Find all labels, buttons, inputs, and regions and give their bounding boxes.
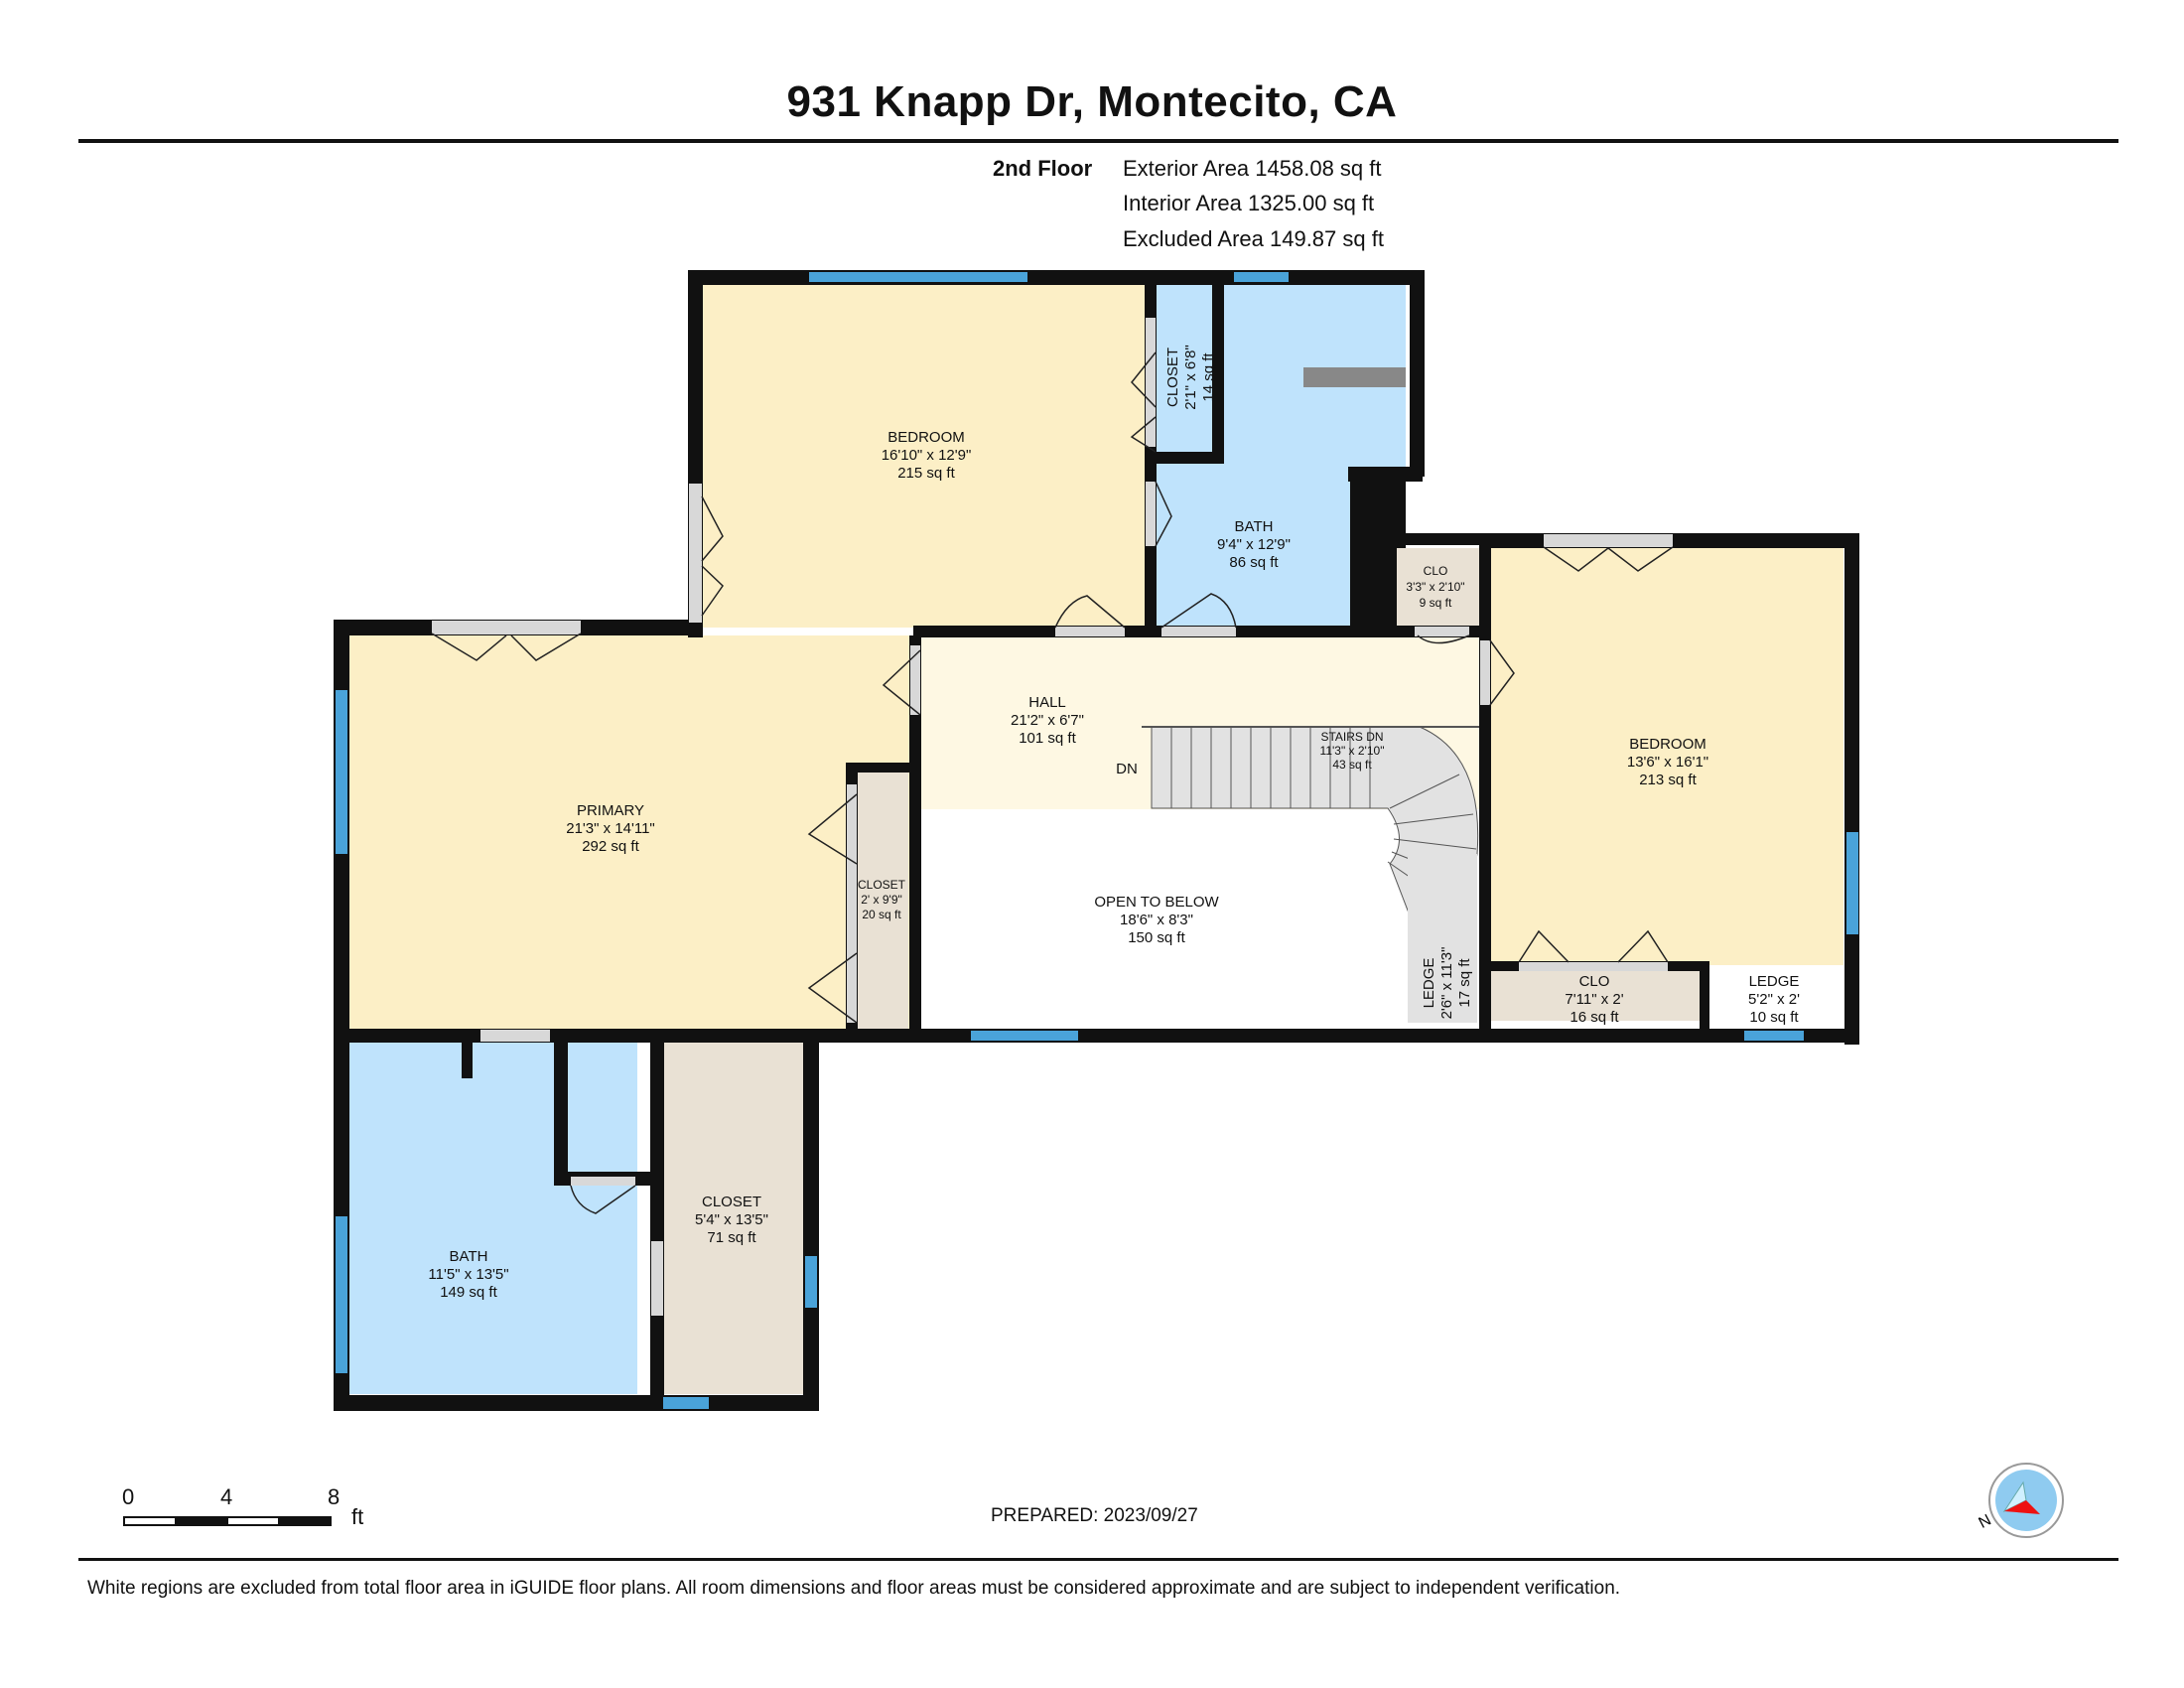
stairs-straight: [1151, 726, 1371, 809]
primary-name: PRIMARY: [577, 802, 644, 819]
scale-segment-3: [226, 1516, 280, 1526]
bath-primary-fill: [349, 1039, 637, 1394]
bath-primary-area: 149 sq ft: [440, 1284, 497, 1301]
open-dims: 18'6" x 8'3": [1120, 912, 1193, 928]
scale-unit: ft: [351, 1504, 364, 1529]
door-openings: [432, 318, 1673, 1316]
ledge-vert-dims: 2'6" x 11'3": [1438, 947, 1455, 1020]
closet-large-dims: 5'4" x 13'5": [695, 1211, 768, 1228]
hall-dims: 21'2" x 6'7": [1011, 712, 1084, 729]
closet-top-area: 14 sq ft: [1200, 352, 1217, 402]
ledge-small-name: LEDGE: [1749, 973, 1800, 990]
closet-top-name: CLOSET: [1164, 348, 1181, 407]
scale-bar: 0 4 8 ft: [109, 1484, 407, 1544]
closet-mid-area: 20 sq ft: [862, 908, 901, 921]
page-title: 931 Knapp Dr, Montecito, CA: [786, 77, 1398, 126]
shower-divider: [465, 1039, 473, 1078]
closet-mid-dims: 2' x 9'9": [861, 893, 902, 907]
bedroom2-name: BEDROOM: [1629, 736, 1706, 753]
bath-vanity: [1303, 367, 1406, 387]
exterior-area: Exterior Area 1458.08 sq ft: [1123, 156, 1382, 181]
ledge-vert-area: 17 sq ft: [1456, 958, 1473, 1008]
clo-bottom-dims: 7'11" x 2': [1565, 991, 1623, 1008]
bedroom1-dims: 16'10" x 12'9": [882, 447, 972, 464]
primary-area: 292 sq ft: [582, 838, 639, 855]
windows: [336, 272, 1858, 1409]
scale-tick-4: 4: [220, 1484, 233, 1509]
header-rule: [78, 139, 2118, 143]
disclaimer: White regions are excluded from total fl…: [87, 1578, 1621, 1599]
scale-segment-2: [175, 1516, 228, 1526]
room-fills: [349, 285, 1843, 1394]
closet-top-dims: 2'1" x 6'8": [1182, 345, 1199, 410]
closet-large-fill: [662, 1039, 803, 1394]
primary-fill: [349, 635, 913, 1030]
ledge-small-fill: [1706, 971, 1843, 1023]
bedroom1-fill: [702, 285, 1153, 628]
bedroom2-area: 213 sq ft: [1639, 772, 1697, 788]
bedroom1-area: 215 sq ft: [897, 465, 955, 482]
primary-dims: 21'3" x 14'11": [566, 820, 655, 837]
scale-tick-8: 8: [328, 1484, 341, 1509]
hall-name: HALL: [1028, 694, 1066, 711]
scale-segment-4: [278, 1516, 332, 1526]
ledge-vert-name: LEDGE: [1421, 958, 1437, 1009]
scale-tick-0: 0: [122, 1484, 135, 1509]
footer-rule: [78, 1558, 2118, 1561]
excluded-area: Excluded Area 149.87 sq ft: [1123, 226, 1384, 251]
clo-small-dims: 3'3" x 2'10": [1406, 580, 1464, 594]
interior-area: Interior Area 1325.00 sq ft: [1123, 191, 1375, 215]
bath-primary-name: BATH: [450, 1248, 488, 1265]
clo-bottom-name: CLO: [1579, 973, 1610, 990]
floor-label: 2nd Floor: [993, 156, 1093, 181]
stairs-name: STAIRS DN: [1320, 730, 1383, 744]
room-labels: BEDROOM 16'10" x 12'9" 215 sq ft CLOSET …: [428, 345, 1800, 1301]
scale-segment-1: [123, 1516, 177, 1526]
open-area: 150 sq ft: [1128, 929, 1185, 946]
ledge-vert-fill: [1408, 854, 1477, 1023]
closet-mid-name: CLOSET: [858, 878, 906, 892]
closet-mid-fill: [854, 773, 908, 1029]
stairs-dn: DN: [1116, 761, 1138, 777]
ledge-small-dims: 5'2" x 2': [1748, 991, 1800, 1008]
bedroom1-name: BEDROOM: [887, 429, 965, 446]
closet-large-area: 71 sq ft: [707, 1229, 756, 1246]
stairs-area: 43 sq ft: [1332, 758, 1372, 772]
hall-area: 101 sq ft: [1019, 730, 1076, 747]
bath-top-dims: 9'4" x 12'9": [1217, 536, 1291, 553]
clo-bottom-fill: [1489, 971, 1700, 1021]
stairs: [1142, 726, 1479, 1023]
clo-small-area: 9 sq ft: [1420, 596, 1452, 610]
compass-icon: N: [1976, 1463, 2064, 1538]
ledge-small-area: 10 sq ft: [1749, 1009, 1799, 1026]
clo-small-name: CLO: [1424, 564, 1448, 578]
closet-large-name: CLOSET: [702, 1194, 761, 1210]
clo-small-fill: [1392, 548, 1479, 626]
bath-top-name: BATH: [1235, 518, 1274, 535]
bath-top-area: 86 sq ft: [1229, 554, 1279, 571]
clo-bottom-area: 16 sq ft: [1570, 1009, 1619, 1026]
prepared-date: PREPARED: 2023/09/27: [991, 1505, 1198, 1526]
bedroom2-dims: 13'6" x 16'1": [1627, 754, 1708, 771]
open-name: OPEN TO BELOW: [1094, 894, 1219, 911]
bath-primary-dims: 11'5" x 13'5": [428, 1266, 508, 1283]
stairs-dims: 11'3" x 2'10": [1320, 744, 1385, 758]
bedroom2-fill: [1484, 548, 1843, 965]
door-swings: [431, 352, 1674, 1214]
